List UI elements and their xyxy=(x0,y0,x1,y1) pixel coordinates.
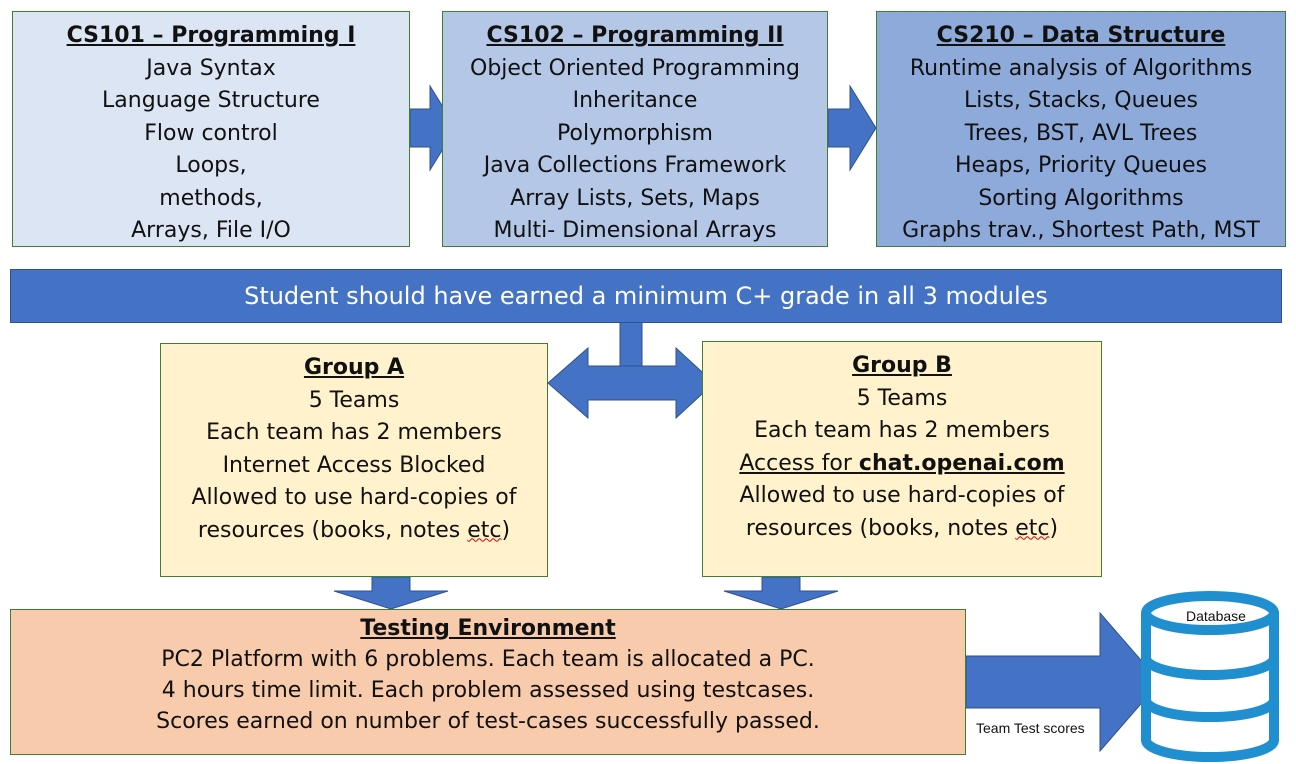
course-topic: Trees, BST, AVL Trees xyxy=(964,120,1198,146)
course-topic: Runtime analysis of Algorithms xyxy=(909,55,1253,81)
course-topic: Java Syntax xyxy=(146,55,276,81)
arrow-groupB-to-testing xyxy=(723,576,839,610)
group-title: Group B xyxy=(852,353,952,378)
resources-text: resources (books, notes xyxy=(197,517,468,543)
course-topic: Multi- Dimensional Arrays xyxy=(493,218,777,243)
resources-text: resources (books, notes xyxy=(745,515,1016,541)
testing-line: 4 hours time limit. Each problem assesse… xyxy=(161,678,815,703)
course-topic: Sorting Algorithms xyxy=(978,185,1184,211)
arrow-groupA-to-testing xyxy=(333,576,449,610)
access-site: chat.openai.com xyxy=(858,450,1065,476)
group-resources-line-1: Allowed to use hard-copies of xyxy=(739,483,1065,508)
course-box-cs210: CS210 – Data Structure Runtime analysis … xyxy=(876,11,1286,247)
group-access: Internet Access Blocked xyxy=(222,452,486,478)
group-resources-line-2: resources (books, notes etc) xyxy=(161,515,547,548)
group-b-box: Group B 5 Teams Each team has 2 members … xyxy=(702,341,1102,577)
course-topic: Polymorphism xyxy=(557,120,713,146)
course-title: CS210 – Data Structure xyxy=(936,23,1226,48)
testing-environment-box: Testing Environment PC2 Platform with 6 … xyxy=(10,609,966,755)
course-topic: Java Collections Framework xyxy=(483,153,787,178)
group-access: Access for chat.openai.com xyxy=(703,448,1101,481)
course-box-cs102: CS102 – Programming II Object Oriented P… xyxy=(442,11,828,247)
resources-etc: etc xyxy=(1015,515,1050,541)
course-box-cs101: CS101 – Programming I Java Syntax Langua… xyxy=(12,11,410,247)
course-topic: Flow control xyxy=(144,120,278,146)
group-title: Group A xyxy=(303,355,405,380)
requirement-banner: Student should have earned a minimum C+ … xyxy=(10,269,1282,323)
course-title: CS101 – Programming I xyxy=(66,23,356,48)
course-title: CS102 – Programming II xyxy=(486,23,784,48)
resources-etc: etc xyxy=(467,517,502,543)
course-topic: Array Lists, Sets, Maps xyxy=(510,185,760,211)
course-topic: Loops, xyxy=(175,153,247,178)
course-topic: Object Oriented Programming xyxy=(470,55,800,81)
resources-close: ) xyxy=(501,517,511,543)
group-members: Each team has 2 members xyxy=(754,418,1050,443)
testing-line: PC2 Platform with 6 problems. Each team … xyxy=(161,647,815,672)
team-test-scores-label: Team Test scores xyxy=(976,720,1085,736)
group-teams: 5 Teams xyxy=(856,385,948,411)
course-topic: Inheritance xyxy=(572,88,698,113)
group-a-box: Group A 5 Teams Each team has 2 members … xyxy=(160,343,548,577)
group-teams: 5 Teams xyxy=(308,387,400,413)
group-resources-line-1: Allowed to use hard-copies of xyxy=(191,485,517,510)
course-topic: Arrays, File I/O xyxy=(131,218,291,243)
course-topic: Lists, Stacks, Queues xyxy=(964,88,1198,113)
group-members: Each team has 2 members xyxy=(206,420,502,445)
testing-title: Testing Environment xyxy=(360,616,616,641)
testing-line: Scores earned on number of test-cases su… xyxy=(156,709,820,734)
course-topic: Graphs trav., Shortest Path, MST xyxy=(902,218,1260,243)
arrow-testing-to-database xyxy=(965,611,1161,753)
access-prefix: Access for xyxy=(739,450,859,476)
course-topic: methods, xyxy=(159,185,263,211)
resources-close: ) xyxy=(1049,515,1059,541)
group-resources-line-2: resources (books, notes etc) xyxy=(703,513,1101,546)
course-topic: Heaps, Priority Queues xyxy=(954,153,1207,178)
database-label: Database xyxy=(1186,608,1246,624)
database-icon xyxy=(1141,591,1279,762)
arrow-cs102-to-cs210 xyxy=(827,84,877,172)
course-topic: Language Structure xyxy=(102,88,320,113)
